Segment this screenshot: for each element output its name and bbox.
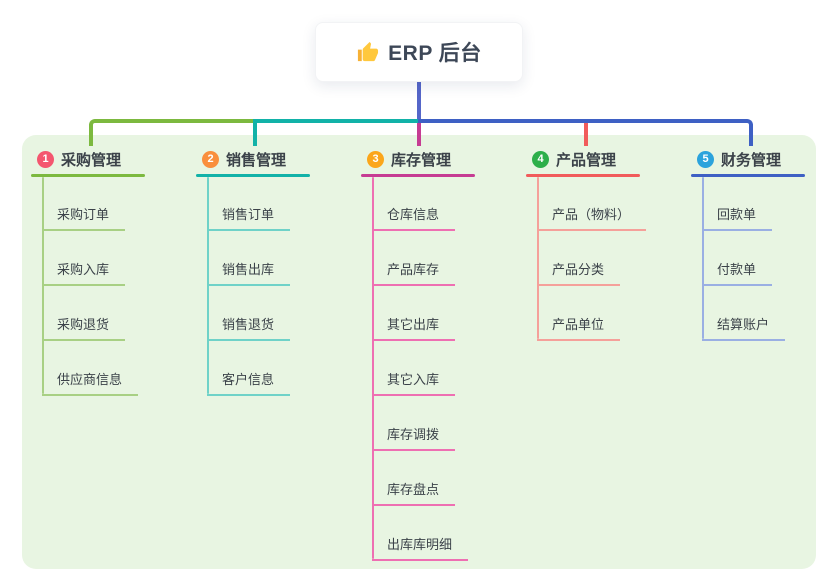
- child-node[interactable]: 回款单: [702, 204, 773, 231]
- child-node[interactable]: 采购订单: [42, 204, 126, 231]
- child-node[interactable]: 产品（物料）: [537, 204, 647, 231]
- branch-underline: [196, 174, 310, 177]
- branch-underline: [691, 174, 805, 177]
- children-connector-line: [702, 177, 704, 339]
- child-node[interactable]: 库存调拨: [372, 424, 456, 451]
- children-connector-line: [372, 177, 374, 559]
- thumbs-up-icon: [358, 41, 379, 61]
- child-node[interactable]: 出库库明细: [372, 534, 469, 561]
- root-node-label: ERP 后台: [388, 42, 482, 65]
- child-node[interactable]: 销售出库: [207, 259, 291, 286]
- branch-node-4[interactable]: 4 产品管理: [532, 149, 616, 169]
- branch-node-5[interactable]: 5 财务管理: [697, 149, 781, 169]
- branch-node-label: 库存管理: [391, 151, 452, 169]
- branch-underline: [31, 174, 145, 177]
- child-node[interactable]: 采购退货: [42, 314, 126, 341]
- child-node[interactable]: 产品库存: [372, 259, 456, 286]
- number-badge: 4: [532, 150, 549, 168]
- branch3-connector-line: [417, 123, 421, 146]
- number-badge: 5: [697, 150, 714, 168]
- child-node[interactable]: 付款单: [702, 259, 773, 286]
- child-node[interactable]: 结算账户: [702, 314, 786, 341]
- children-connector-line: [537, 177, 539, 339]
- branch4-connector-line: [584, 123, 588, 146]
- child-node[interactable]: 销售订单: [207, 204, 291, 231]
- branch-underline: [361, 174, 475, 177]
- branch2-connector-line: [253, 119, 420, 146]
- branch-node-label: 产品管理: [556, 151, 617, 169]
- branch-underline: [526, 174, 640, 177]
- branch-node-2[interactable]: 2 销售管理: [202, 149, 286, 169]
- branch-node-3[interactable]: 3 库存管理: [367, 149, 451, 169]
- child-node[interactable]: 仓库信息: [372, 204, 456, 231]
- branch1-connector-line: [89, 119, 253, 146]
- root-stem-line: [417, 82, 421, 123]
- child-node[interactable]: 供应商信息: [42, 369, 139, 396]
- child-node[interactable]: 采购入库: [42, 259, 126, 286]
- branch-node-label: 销售管理: [226, 151, 287, 169]
- root-node-erp[interactable]: ERP 后台: [315, 22, 523, 82]
- branch5-connector-line: [418, 119, 753, 146]
- child-node[interactable]: 产品单位: [537, 314, 621, 341]
- branches-panel: [22, 135, 816, 569]
- branch-node-1[interactable]: 1 采购管理: [37, 149, 121, 169]
- branch-node-label: 财务管理: [721, 151, 782, 169]
- child-node[interactable]: 库存盘点: [372, 479, 456, 506]
- branch-node-label: 采购管理: [61, 151, 122, 169]
- child-node[interactable]: 客户信息: [207, 369, 291, 396]
- child-node[interactable]: 其它出库: [372, 314, 456, 341]
- child-node[interactable]: 产品分类: [537, 259, 621, 286]
- child-node[interactable]: 销售退货: [207, 314, 291, 341]
- child-node[interactable]: 其它入库: [372, 369, 456, 396]
- number-badge: 3: [367, 150, 384, 168]
- number-badge: 1: [37, 150, 54, 168]
- number-badge: 2: [202, 150, 219, 168]
